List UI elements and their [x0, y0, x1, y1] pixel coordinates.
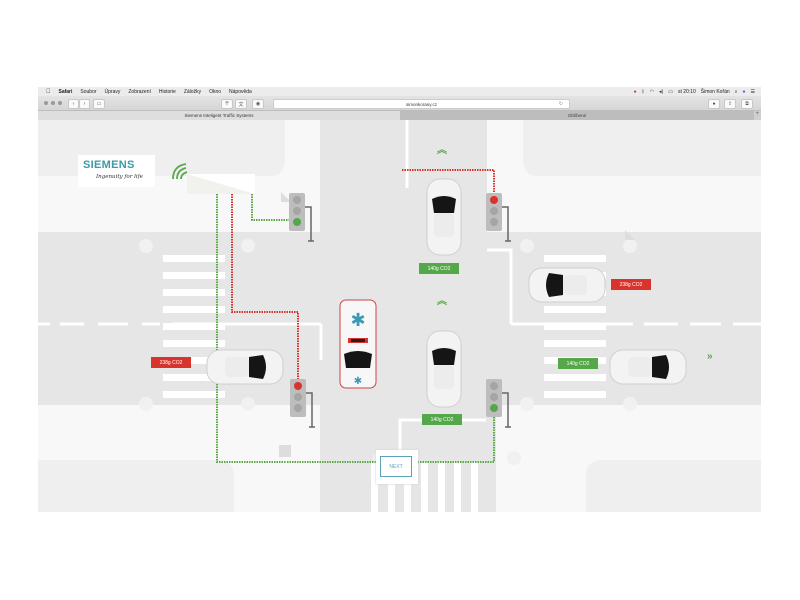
menu-upravy[interactable]: Úpravy — [100, 88, 121, 95]
traffic-light-north-east[interactable] — [486, 193, 514, 243]
traffic-light-south-west[interactable] — [290, 379, 318, 429]
co2-label-south: 140g CO2 — [422, 414, 462, 425]
logo-brand: SIEMENS — [83, 159, 135, 171]
median-north-right — [410, 120, 487, 188]
chevron-up-icon: ︽ — [437, 145, 447, 156]
menu-zobrazeni[interactable]: Zobrazení — [123, 88, 151, 95]
reload-icon[interactable]: ↻ — [558, 101, 563, 107]
logo-tagline: Ingenuity for life — [96, 174, 143, 180]
sensor-small-ne — [625, 230, 635, 240]
browser-window:  Safari Soubor Úpravy Zobrazení Histori… — [38, 87, 761, 512]
street-lamps — [139, 239, 637, 465]
svg-text:✱: ✱ — [354, 376, 362, 387]
menu-historie[interactable]: Historie — [154, 88, 176, 95]
traffic-light-north-west[interactable] — [289, 193, 317, 243]
car-north[interactable] — [425, 177, 463, 257]
notification-icon[interactable]: ☰ — [750, 88, 755, 95]
siri-icon[interactable]: ● — [742, 88, 746, 95]
sensor-line-green-west — [216, 194, 286, 463]
share-icon[interactable]: ⇪ — [724, 99, 736, 109]
status-icon[interactable]: ● — [633, 88, 637, 95]
ambulance[interactable]: ✱ ✱ — [338, 298, 378, 390]
co2-label-east: 238g CO2 — [611, 279, 651, 290]
next-panel: NEXT — [376, 450, 418, 484]
wifi-icon[interactable]: ◠ — [649, 88, 655, 95]
wifi-signal-icon — [172, 163, 188, 180]
new-tab-button[interactable]: + — [755, 111, 759, 117]
url-text: simonkorany.cz — [406, 101, 437, 107]
next-button[interactable]: NEXT — [380, 456, 412, 477]
chevron-right-icon: » — [707, 351, 713, 362]
crosswalk-west — [163, 255, 225, 398]
menu-zalozky[interactable]: Záložky — [179, 88, 201, 95]
car-south[interactable] — [425, 329, 463, 409]
sensor-line-green-nw — [251, 194, 291, 221]
menu-soubor[interactable]: Soubor — [75, 88, 96, 95]
block-north-west — [38, 120, 320, 232]
intersection-map — [38, 120, 761, 512]
downloads-icon[interactable]: ● — [708, 99, 720, 109]
median-north-left — [325, 120, 405, 188]
close-button[interactable] — [44, 101, 48, 105]
sensor-line-red-west — [231, 194, 299, 382]
extension-icon[interactable]: ₸ — [221, 99, 233, 109]
menu-napoveda[interactable]: Nápověda — [224, 88, 252, 95]
block-south-west — [38, 405, 320, 512]
car-east-outbound[interactable] — [608, 348, 688, 386]
tab-siemens[interactable]: Siemens Inteligent Traffic Systems — [38, 111, 400, 120]
siemens-logo: SIEMENS Ingenuity for life — [78, 155, 155, 187]
menu-okno[interactable]: Okno — [204, 88, 221, 95]
forward-button[interactable]: › — [79, 99, 90, 109]
user-name[interactable]: Šimon Kořán — [700, 88, 730, 95]
block-north-east — [487, 120, 761, 232]
sensor-small-sw — [279, 445, 291, 457]
block-south-east — [496, 405, 761, 512]
address-bar[interactable]: simonkorany.cz ↻ — [273, 99, 570, 109]
zoom-button[interactable] — [58, 101, 62, 105]
menu-app[interactable]: Safari — [54, 88, 73, 95]
sidebar-button[interactable]: ▭ — [93, 99, 105, 109]
apple-icon[interactable]:  — [46, 89, 51, 95]
tab-oblibene[interactable]: Oblíbené — [400, 111, 754, 120]
crosswalk-south — [371, 462, 478, 512]
tabs-overview-icon[interactable]: ⧉ — [741, 99, 753, 109]
window-controls — [44, 101, 62, 105]
minimize-button[interactable] — [51, 101, 55, 105]
co2-label-north: 140g CO2 — [419, 263, 459, 274]
co2-label-west: 238g CO2 — [151, 357, 191, 368]
volume-icon[interactable]: ◂) — [659, 88, 664, 95]
sensor-line-red-north — [402, 169, 495, 198]
traffic-scene: ✱ ✱ 140g CO2 238g CO2 238g CO2 140g CO2 … — [38, 120, 761, 512]
car-west[interactable] — [205, 348, 285, 386]
translate-icon[interactable]: 文 — [235, 99, 247, 109]
privacy-icon[interactable]: ◉ — [252, 99, 264, 109]
tab-bar: Siemens Inteligent Traffic Systems Oblíb… — [38, 111, 761, 120]
back-button[interactable]: ‹ — [68, 99, 79, 109]
sensor-small-nw — [281, 192, 291, 202]
menu-bar:  Safari Soubor Úpravy Zobrazení Histori… — [38, 87, 761, 96]
spotlight-icon[interactable]: ⌕ — [734, 88, 738, 95]
lane-line-east — [487, 248, 513, 324]
svg-text:✱: ✱ — [350, 310, 365, 331]
browser-toolbar: ‹ › ▭ ₸ 文 ◉ simonkorany.cz ↻ ● ⇪ ⧉ — [38, 96, 761, 111]
sensor-camera — [187, 174, 255, 194]
clock[interactable]: st 20:10 — [677, 88, 696, 95]
chevron-up-icon: ︽ — [437, 296, 447, 307]
car-east[interactable] — [527, 266, 607, 304]
battery-icon[interactable]: ▭ — [668, 88, 673, 95]
traffic-light-south-east[interactable] — [486, 379, 514, 429]
co2-label-east-outbound: 140g CO2 — [558, 358, 598, 369]
sensor-line-green-south — [418, 412, 495, 463]
bluetooth-icon[interactable]: ᛒ — [641, 88, 645, 95]
